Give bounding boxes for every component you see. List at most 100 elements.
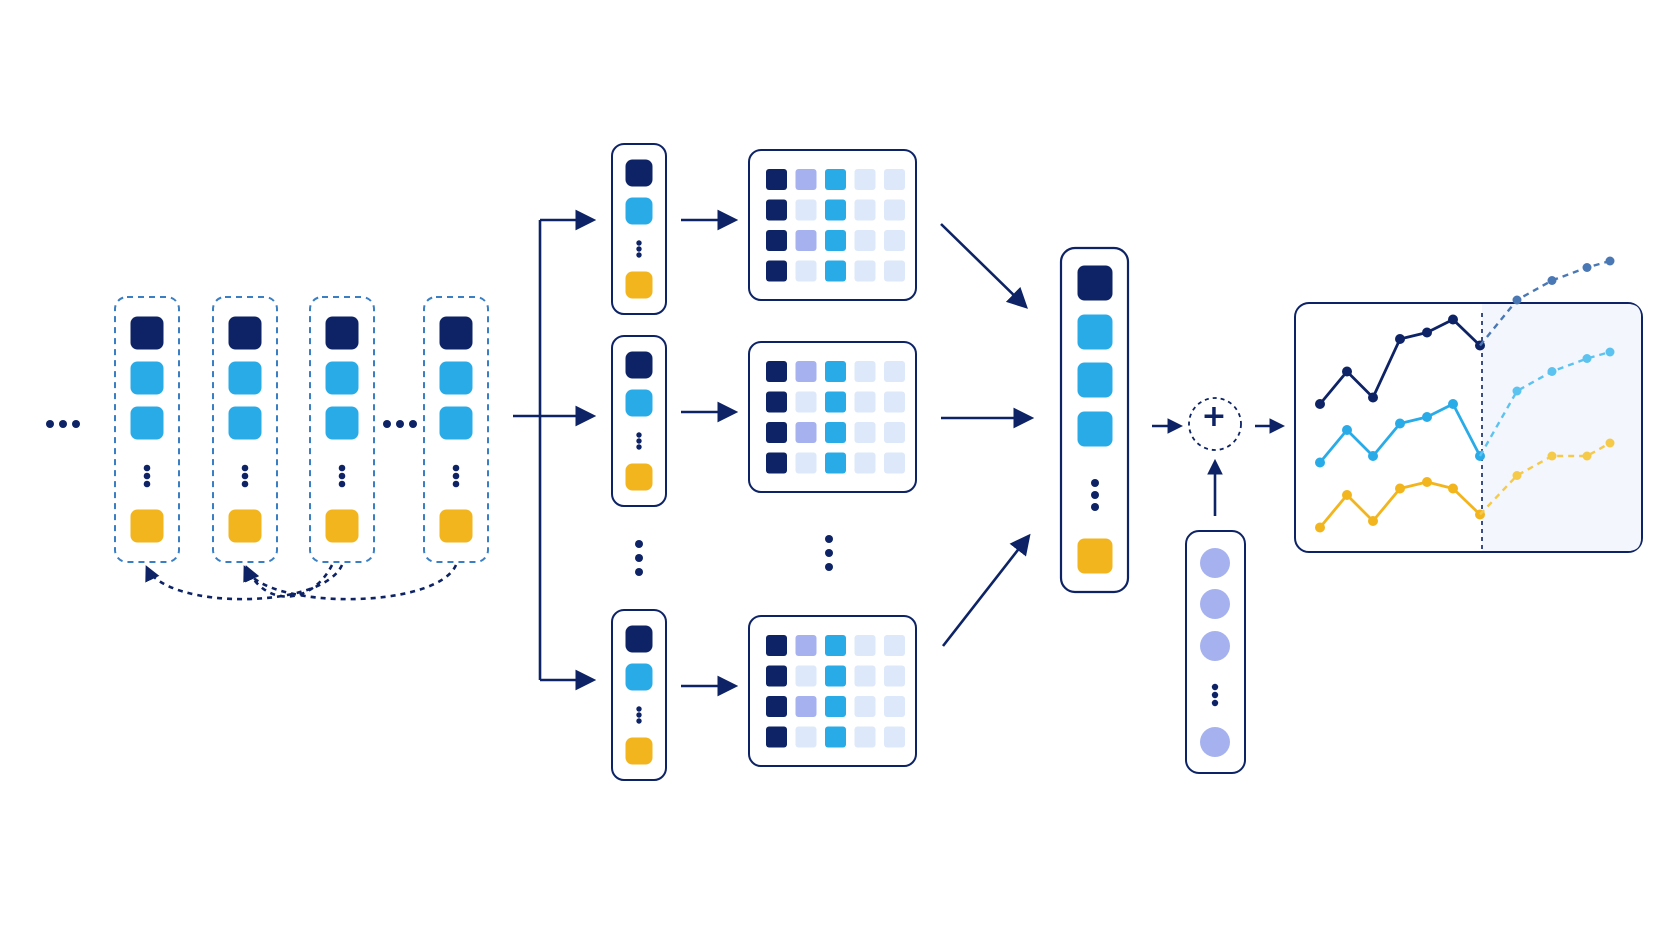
- attention-cell: [825, 422, 846, 443]
- input-token: [325, 509, 359, 543]
- input-token: [228, 406, 262, 440]
- ellipsis-dot: [636, 706, 642, 712]
- ellipsis-dot: [636, 240, 642, 246]
- forecast-point: [1582, 263, 1592, 272]
- aggregated-vector: [1059, 246, 1130, 594]
- positional-token: [1200, 548, 1230, 578]
- ellipsis-dot: [143, 480, 151, 488]
- data-point: [1422, 327, 1432, 338]
- branch-token: [625, 737, 653, 765]
- ellipsis-dot: [636, 438, 642, 444]
- forecast-point: [1582, 451, 1592, 461]
- chart-series: [1315, 256, 1615, 409]
- connector-layer: [145, 209, 1286, 697]
- forecast-point: [1512, 295, 1522, 305]
- ellipsis-dot: [241, 464, 249, 472]
- input-token: [325, 316, 359, 350]
- attention-cell: [884, 391, 905, 413]
- ellipsis-dot: [452, 464, 460, 472]
- ellipsis-dot: [636, 432, 642, 438]
- input-window: [114, 296, 180, 563]
- aggregated-token: [1077, 314, 1113, 350]
- attention-cell: [766, 635, 787, 656]
- symbol-layer: +: [1201, 399, 1226, 434]
- chart-series: [1315, 347, 1615, 468]
- attention-grid: [748, 341, 917, 493]
- branch-token: [625, 463, 653, 491]
- chart-series: [1315, 438, 1615, 533]
- series-line-forecast: [1479, 259, 1611, 347]
- branch-token: [625, 159, 653, 187]
- attention-cell: [766, 696, 787, 717]
- positional-token: [1200, 631, 1230, 661]
- attention-cell: [795, 635, 817, 656]
- ellipsis-dot: [72, 420, 80, 428]
- attention-cell: [766, 260, 787, 282]
- attention-cell: [766, 422, 787, 443]
- ellipsis-dot: [143, 472, 151, 480]
- ellipsis-v-icon: [825, 535, 833, 571]
- ellipsis-dot: [1211, 699, 1219, 707]
- forecast-point: [1605, 438, 1615, 448]
- ellipsis-dot: [396, 420, 404, 428]
- ellipsis-dot: [825, 535, 833, 543]
- input-window: [212, 296, 278, 563]
- ellipsis-dot: [46, 420, 54, 428]
- data-point: [1342, 366, 1352, 377]
- ellipsis-dot: [825, 563, 833, 571]
- data-point: [1342, 490, 1352, 500]
- sequence-link-arrow: [145, 564, 344, 601]
- data-point: [1315, 457, 1325, 468]
- input-window-frame: [114, 296, 180, 563]
- data-point: [1422, 412, 1432, 422]
- data-point: [1342, 425, 1352, 435]
- attention-cell: [766, 169, 787, 190]
- positional-token: [1200, 727, 1230, 757]
- ellipsis-v-icon: [636, 240, 642, 258]
- forecast-point: [1512, 471, 1522, 480]
- input-window: [309, 296, 375, 563]
- ellipsis-dot: [338, 464, 346, 472]
- branch-token: [625, 663, 653, 691]
- attention-cell: [825, 696, 846, 717]
- aggregated-token: [1077, 362, 1113, 398]
- branch-token: [625, 625, 653, 653]
- ellipsis-h-icon: [46, 420, 80, 428]
- data-point: [1315, 399, 1325, 409]
- attention-cell: [766, 452, 787, 474]
- attention-cell: [854, 635, 876, 656]
- input-token: [130, 406, 164, 440]
- attention-cell: [795, 230, 817, 251]
- forecast-region: [1482, 304, 1641, 551]
- input-token: [130, 316, 164, 350]
- attention-cell: [766, 665, 787, 687]
- input-token: [439, 316, 473, 350]
- input-window-frame: [309, 296, 375, 563]
- branch-token: [625, 351, 653, 379]
- attention-cell: [825, 391, 846, 413]
- ellipsis-v-icon: [143, 464, 151, 488]
- ellipsis-dot: [452, 480, 460, 488]
- input-token: [228, 316, 262, 350]
- ellipsis-h-icon: [383, 420, 417, 428]
- attention-cell: [854, 260, 876, 282]
- plus-icon: +: [1201, 399, 1226, 434]
- branch-token: [625, 389, 653, 417]
- branch-token: [625, 197, 653, 225]
- attention-cell: [854, 422, 876, 443]
- forecast-point: [1547, 451, 1557, 461]
- data-point: [1395, 418, 1405, 429]
- attention-cell: [854, 665, 876, 687]
- sum-node: [1188, 397, 1242, 451]
- forecast-point: [1547, 367, 1557, 376]
- ellipsis-dot: [825, 549, 833, 557]
- attention-cell: [854, 391, 876, 413]
- forecast-point: [1605, 256, 1615, 266]
- attention-grid: [748, 149, 917, 301]
- attention-cell: [884, 635, 905, 656]
- attention-cell: [825, 665, 846, 687]
- ellipsis-v-icon: [1091, 479, 1099, 511]
- data-point: [1395, 483, 1405, 494]
- attention-cell: [795, 169, 817, 190]
- branch-token-column: [611, 335, 667, 507]
